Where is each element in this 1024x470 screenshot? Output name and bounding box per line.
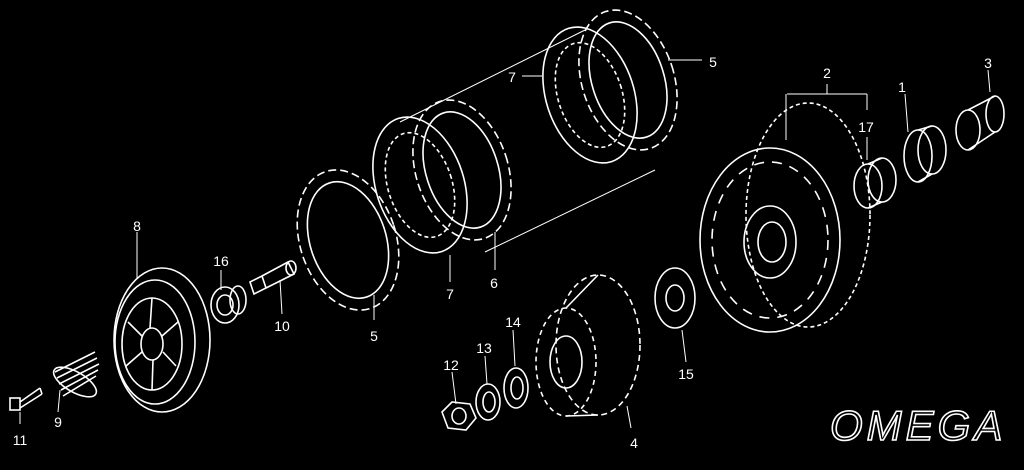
watermark-logo: OMEGA — [830, 402, 1006, 449]
thrust-washer — [503, 367, 529, 409]
leader-lines — [19, 59, 991, 429]
callout-7-middle: 7 — [446, 286, 454, 302]
callout-4: 4 — [630, 435, 638, 451]
callout-3: 3 — [984, 55, 992, 71]
clutch-spring — [52, 351, 100, 398]
callout-17: 17 — [858, 119, 874, 135]
friction-disc-middle — [412, 99, 512, 241]
bearing — [210, 285, 247, 324]
callout-10: 10 — [274, 318, 290, 334]
callout-1: 1 — [898, 79, 906, 95]
callout-6: 6 — [490, 275, 498, 291]
callout-9: 9 — [54, 414, 62, 430]
callout-11: 11 — [13, 432, 28, 448]
lock-nut — [441, 401, 477, 431]
clutch-plate-rear — [542, 26, 638, 164]
callout-5-front: 5 — [370, 328, 378, 344]
callout-8: 8 — [133, 218, 141, 234]
callout-5-rear: 5 — [709, 54, 717, 70]
callout-14: 14 — [505, 314, 521, 330]
callout-16: 16 — [213, 253, 229, 269]
friction-disc-rear — [578, 9, 678, 151]
friction-disc-front — [296, 169, 400, 311]
needle-bearing — [853, 157, 897, 209]
pressure-plate — [113, 267, 211, 413]
clutch-plate-middle — [372, 116, 468, 254]
washer — [475, 383, 501, 421]
clutch-outer — [699, 102, 871, 333]
callout-13: 13 — [476, 340, 492, 356]
clutch-center — [535, 274, 641, 417]
callout-2: 2 — [823, 65, 831, 81]
callout-7-rear: 7 — [508, 69, 516, 85]
thrust-washer-large — [654, 267, 696, 329]
guide-bushing — [903, 125, 947, 183]
callout-12: 12 — [443, 357, 459, 373]
sleeve — [955, 95, 1005, 151]
bolt — [9, 387, 43, 411]
callout-15: 15 — [678, 366, 694, 382]
